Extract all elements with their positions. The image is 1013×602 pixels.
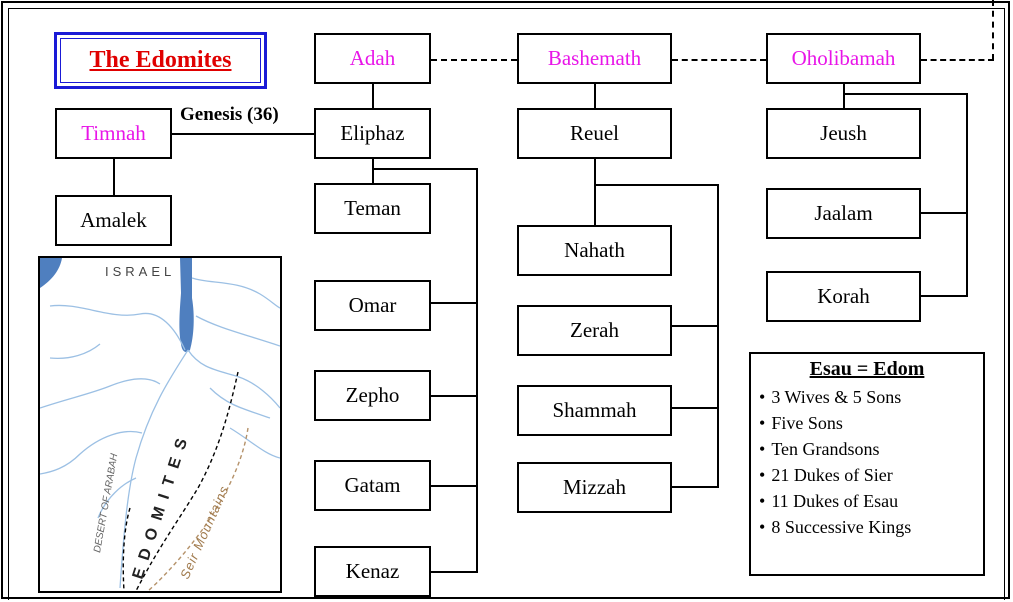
oholibamah-branch-v <box>966 93 968 296</box>
info-box: Esau = Edom 3 Wives & 5 Sons Five Sons T… <box>749 352 985 576</box>
son-amalek: Amalek <box>55 195 172 246</box>
grandson-shammah: Shammah <box>517 385 672 436</box>
zepho-connector <box>431 395 478 397</box>
shammah-connector <box>672 407 719 409</box>
jaalam-connector <box>921 212 968 214</box>
grandson-gatam: Gatam <box>314 460 431 511</box>
adah-eliphaz-line <box>372 84 374 108</box>
oholibamah-esau-connector <box>921 59 994 61</box>
info-item: 11 Dukes of Esau <box>759 488 975 514</box>
info-heading: Esau = Edom <box>809 358 925 380</box>
grandson-omar: Omar <box>314 280 431 331</box>
mizzah-connector <box>672 486 719 488</box>
info-item: 21 Dukes of Sier <box>759 462 975 488</box>
info-item: Five Sons <box>759 410 975 436</box>
border-line-west <box>122 507 131 591</box>
info-item: 3 Wives & 5 Sons <box>759 384 975 410</box>
map-label-desert: DESERT OF ARABAH <box>92 452 120 554</box>
bashemath-reuel-line <box>594 84 596 108</box>
map-label-mountains: Seir Mountains <box>177 483 232 581</box>
omar-connector <box>431 302 478 304</box>
son-eliphaz: Eliphaz <box>314 108 431 159</box>
inner-frame <box>8 8 1005 600</box>
wife-bashemath: Bashemath <box>517 33 672 84</box>
grandson-teman: Teman <box>314 183 431 234</box>
wife-timnah: Timnah <box>55 108 172 159</box>
grandson-kenaz: Kenaz <box>314 546 431 597</box>
info-item: 8 Successive Kings <box>759 514 975 540</box>
genesis-label: Genesis (36) <box>180 104 279 125</box>
son-jeush: Jeush <box>766 108 921 159</box>
sea-shape <box>40 258 62 288</box>
reuel-nahath-line <box>594 159 596 225</box>
edom-map: ISRAEL DESERT OF ARABAH EDOMITES Seir Mo… <box>38 256 282 593</box>
bashemath-oholibamah-connector <box>672 59 766 61</box>
gatam-connector <box>431 485 478 487</box>
oholibamah-branch-h <box>843 93 968 95</box>
zerah-connector <box>672 325 719 327</box>
dead-sea-shape <box>179 258 194 352</box>
eliphaz-branch-v <box>476 168 478 572</box>
wife-adah: Adah <box>314 33 431 84</box>
info-item: Ten Grandsons <box>759 436 975 462</box>
info-list: 3 Wives & 5 Sons Five Sons Ten Grandsons… <box>759 384 975 540</box>
grandson-zepho: Zepho <box>314 370 431 421</box>
esau-up-connector <box>992 0 994 60</box>
oholibamah-jeush-line <box>843 84 845 108</box>
wife-oholibamah: Oholibamah <box>766 33 921 84</box>
title-box: The Edomites <box>54 32 267 89</box>
son-korah: Korah <box>766 271 921 322</box>
map-label-israel: ISRAEL <box>105 264 175 279</box>
timnah-amalek-line <box>113 159 115 195</box>
adah-bashemath-connector <box>431 59 517 61</box>
son-reuel: Reuel <box>517 108 672 159</box>
grandson-nahath: Nahath <box>517 225 672 276</box>
mountain-line <box>147 427 249 591</box>
timnah-eliphaz-line <box>172 133 314 135</box>
kenaz-connector <box>431 571 478 573</box>
son-jaalam: Jaalam <box>766 188 921 239</box>
eliphaz-branch-h <box>372 168 478 170</box>
grandson-mizzah: Mizzah <box>517 462 672 513</box>
page-title: The Edomites <box>60 38 261 83</box>
grandson-zerah: Zerah <box>517 305 672 356</box>
map-graphic: ISRAEL DESERT OF ARABAH EDOMITES Seir Mo… <box>40 258 280 591</box>
reuel-branch-h <box>594 184 719 186</box>
wadi-lines <box>40 277 280 589</box>
korah-connector <box>921 295 968 297</box>
eliphaz-teman-line <box>372 159 374 183</box>
reuel-branch-v <box>717 184 719 488</box>
